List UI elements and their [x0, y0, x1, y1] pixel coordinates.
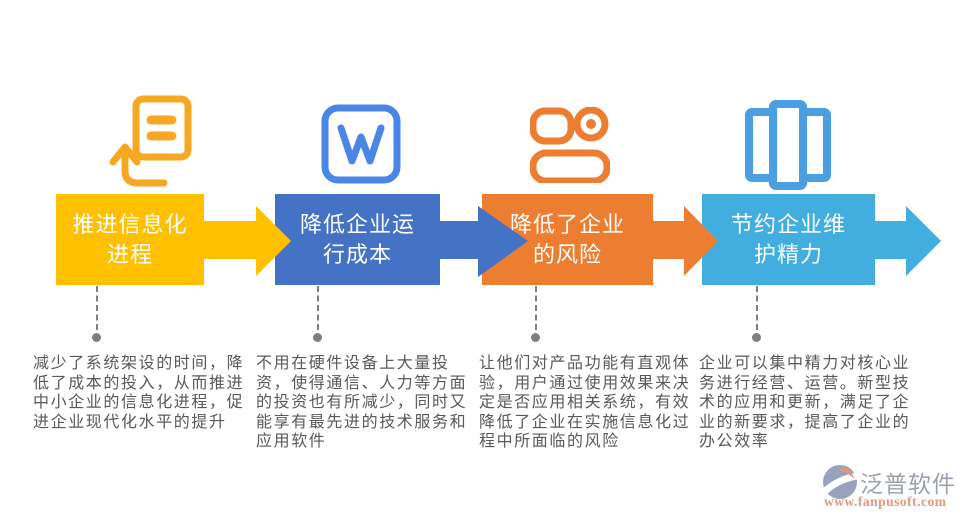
step-1-description: 减少了系统架设的时间，降低了成本的投入，从而推进中小企业的信息化进程，促进企业现…	[33, 355, 245, 431]
step-2-label: 降低企业运 行成本	[299, 211, 415, 267]
step-1-connector	[96, 286, 98, 330]
step-2-description: 不用在硬件设备上大量投资，使得通信、人力等方面的投资也有所减少，同时又能享有最先…	[256, 355, 468, 450]
fanpu-logo-icon	[822, 465, 858, 499]
step-4-box: 节约企业维 护精力	[702, 194, 875, 285]
step-1-connector-dot	[92, 333, 101, 342]
step-4-connector-dot	[752, 333, 761, 342]
step-2-connector-dot	[313, 333, 322, 342]
brand-url: www.fanpusoft.com	[824, 494, 947, 509]
gallery-panels-icon	[745, 100, 831, 190]
step-4-arrow	[873, 206, 941, 276]
step-3-label: 降低了企业 的风险	[509, 211, 625, 267]
step-4-connector	[756, 286, 758, 330]
camera-lens-dot	[586, 119, 596, 129]
word-document-icon	[321, 104, 401, 184]
step-3-connector	[535, 286, 537, 330]
step-3-description: 让他们对产品功能有直观体验，用户通过使用效果来决定是否应用相关系统，有效降低了企…	[479, 355, 691, 450]
camera-icon	[530, 107, 610, 183]
step-2-connector	[317, 286, 319, 330]
step-3-box: 降低了企业 的风险	[482, 194, 653, 285]
step-1-label: 推进信息化 进程	[72, 211, 188, 267]
upload-document-icon	[109, 95, 192, 187]
step-3-connector-dot	[531, 333, 540, 342]
brand-name: 泛普软件	[860, 471, 956, 497]
step-4-label: 节约企业维 护精力	[730, 211, 846, 267]
step-4-description: 企业可以集中精力对核心业务进行经营、运营。新型技术的应用和更新，满足了企业的新要…	[699, 355, 911, 450]
brand-watermark: 泛普软件 www.fanpusoft.com	[820, 462, 956, 516]
step-2-box: 降低企业运 行成本	[275, 194, 440, 285]
step-1-box: 推进信息化 进程	[56, 194, 204, 285]
